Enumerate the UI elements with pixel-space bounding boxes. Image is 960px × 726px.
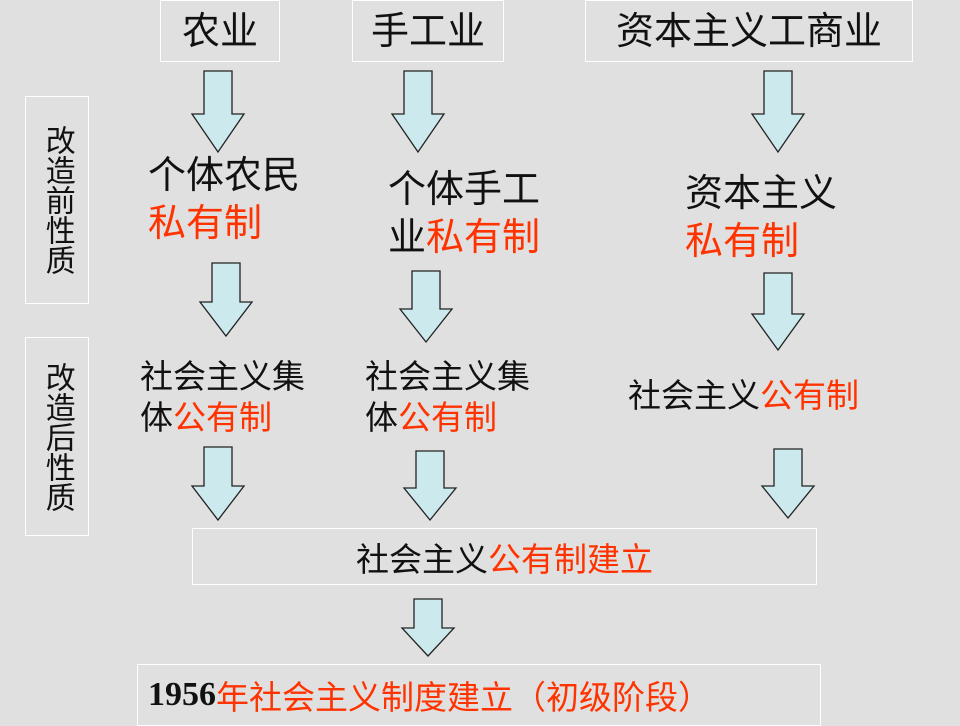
final-year: 1956: [148, 676, 216, 713]
before-handicraft: 个体手工 业私有制: [388, 166, 540, 261]
after-capitalist-line1: 社会主义: [628, 376, 760, 415]
header-handicraft-label: 手工业: [370, 9, 485, 53]
after-capitalist: 社会主义公有制: [628, 375, 859, 416]
before-agriculture-line1: 个体农民: [148, 153, 301, 197]
header-capitalist-label: 资本主义工商业: [615, 9, 882, 53]
side-label-after: 改造后性质: [25, 337, 89, 536]
down-arrow-icon: [750, 272, 806, 352]
down-arrow-icon: [760, 448, 816, 520]
side-label-before: 改造前性质: [25, 96, 89, 304]
final-text: 年社会主义制度建立（初级阶段）: [216, 678, 711, 717]
down-arrow-icon: [190, 446, 246, 522]
before-agriculture-ownership: 私有制: [148, 200, 263, 245]
header-capitalist: 资本主义工商业: [585, 0, 913, 62]
header-agriculture-label: 农业: [181, 9, 258, 53]
after-agriculture-line1: 社会主义集: [140, 357, 305, 396]
before-handicraft-line1: 个体手工: [388, 167, 541, 211]
before-capitalist: 资本主义 私有制: [685, 170, 837, 265]
after-handicraft: 社会主义集 体公有制: [365, 356, 530, 439]
after-handicraft-line2: 体: [365, 398, 398, 438]
after-handicraft-ownership: 公有制: [398, 398, 497, 438]
down-arrow-icon: [190, 70, 246, 154]
after-agriculture-ownership: 公有制: [173, 398, 272, 438]
result-text-red: 公有制建立: [488, 539, 653, 579]
before-handicraft-ownership: 私有制: [426, 214, 541, 259]
result-box: 社会主义公有制建立: [192, 528, 817, 585]
before-capitalist-ownership: 私有制: [685, 218, 800, 263]
after-agriculture: 社会主义集 体公有制: [140, 356, 305, 439]
down-arrow-icon: [750, 70, 806, 154]
after-handicraft-line1: 社会主义集: [365, 357, 530, 396]
before-capitalist-line1: 资本主义: [685, 171, 838, 215]
after-agriculture-line2: 体: [140, 398, 173, 438]
before-handicraft-line2: 业: [388, 214, 427, 259]
result-text: 社会主义: [356, 539, 488, 579]
header-handicraft: 手工业: [352, 0, 504, 62]
down-arrow-icon: [398, 270, 454, 344]
before-agriculture: 个体农民 私有制: [148, 152, 300, 247]
down-arrow-icon: [390, 70, 446, 154]
down-arrow-icon: [198, 262, 254, 338]
after-capitalist-ownership: 公有制: [760, 376, 859, 415]
header-agriculture: 农业: [160, 0, 280, 62]
side-label-before-text: 改造前性质: [39, 125, 75, 275]
side-label-after-text: 改造后性质: [39, 361, 75, 512]
down-arrow-icon: [400, 598, 456, 657]
down-arrow-icon: [402, 450, 458, 522]
